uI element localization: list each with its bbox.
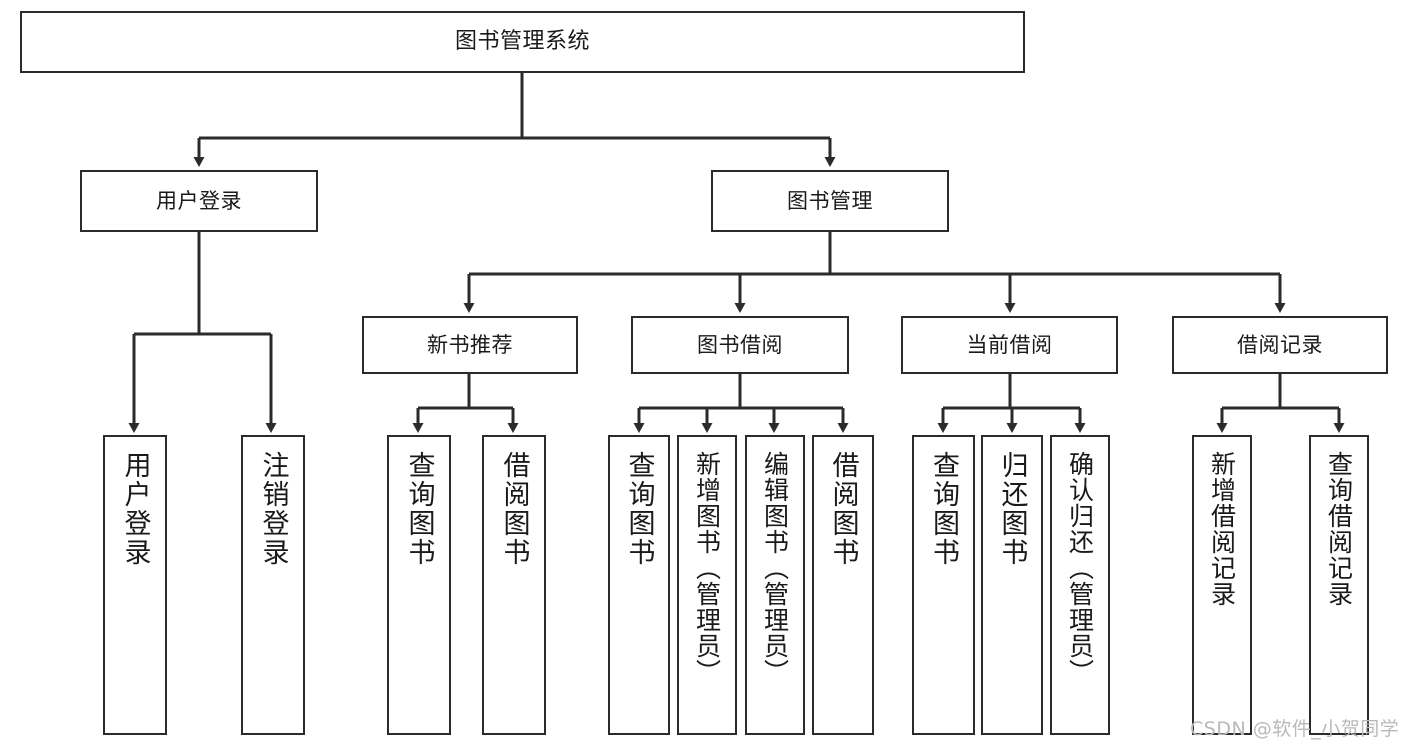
node-label: 新增图书（管理员） (692, 451, 722, 685)
node-label: 查询图书 (623, 451, 655, 567)
node-label: 查询图书 (928, 451, 959, 567)
leaf-edit-book-admin[interactable]: 编辑图书（管理员） (745, 435, 805, 735)
node-book-management[interactable]: 图书管理 (711, 170, 949, 232)
leaf-query-book-current[interactable]: 查询图书 (912, 435, 975, 735)
leaf-return-book[interactable]: 归还图书 (981, 435, 1043, 735)
node-label: 图书管理 (787, 188, 873, 213)
node-label: 用户登录 (119, 451, 151, 567)
node-root-library-system[interactable]: 图书管理系统 (20, 11, 1025, 73)
node-label: 图书借阅 (697, 332, 783, 357)
node-label: 查询图书 (403, 451, 435, 567)
node-new-book-recommend[interactable]: 新书推荐 (362, 316, 578, 374)
node-label: 新书推荐 (427, 332, 513, 357)
leaf-borrow-book-recommend[interactable]: 借阅图书 (482, 435, 546, 735)
leaf-query-book-recommend[interactable]: 查询图书 (387, 435, 451, 735)
node-label: 借阅记录 (1237, 332, 1323, 357)
node-label: 用户登录 (156, 188, 242, 213)
node-borrow-record[interactable]: 借阅记录 (1172, 316, 1388, 374)
watermark: CSDN @软件_小贺同学 (1190, 718, 1400, 740)
node-label: 借阅图书 (498, 451, 530, 567)
leaf-confirm-return-admin[interactable]: 确认归还（管理员） (1050, 435, 1110, 735)
node-label: 借阅图书 (827, 451, 859, 567)
leaf-add-borrow-record[interactable]: 新增借阅记录 (1192, 435, 1252, 735)
node-current-borrow[interactable]: 当前借阅 (901, 316, 1118, 374)
leaf-query-borrow-record[interactable]: 查询借阅记录 (1309, 435, 1369, 735)
node-label: 注销登录 (257, 451, 289, 567)
node-label: 新增借阅记录 (1207, 451, 1237, 607)
leaf-logout[interactable]: 注销登录 (241, 435, 305, 735)
node-label: 当前借阅 (966, 332, 1053, 357)
node-label: 查询借阅记录 (1324, 451, 1354, 607)
node-label: 图书管理系统 (454, 29, 590, 55)
node-label: 编辑图书（管理员） (760, 451, 790, 685)
leaf-user-login[interactable]: 用户登录 (103, 435, 167, 735)
node-book-borrow[interactable]: 图书借阅 (631, 316, 849, 374)
leaf-borrow-book[interactable]: 借阅图书 (812, 435, 874, 735)
leaf-query-book-borrow[interactable]: 查询图书 (608, 435, 670, 735)
node-label: 归还图书 (996, 451, 1028, 567)
node-user-login[interactable]: 用户登录 (80, 170, 318, 232)
node-label: 确认归还（管理员） (1065, 451, 1095, 685)
leaf-add-book-admin[interactable]: 新增图书（管理员） (677, 435, 737, 735)
